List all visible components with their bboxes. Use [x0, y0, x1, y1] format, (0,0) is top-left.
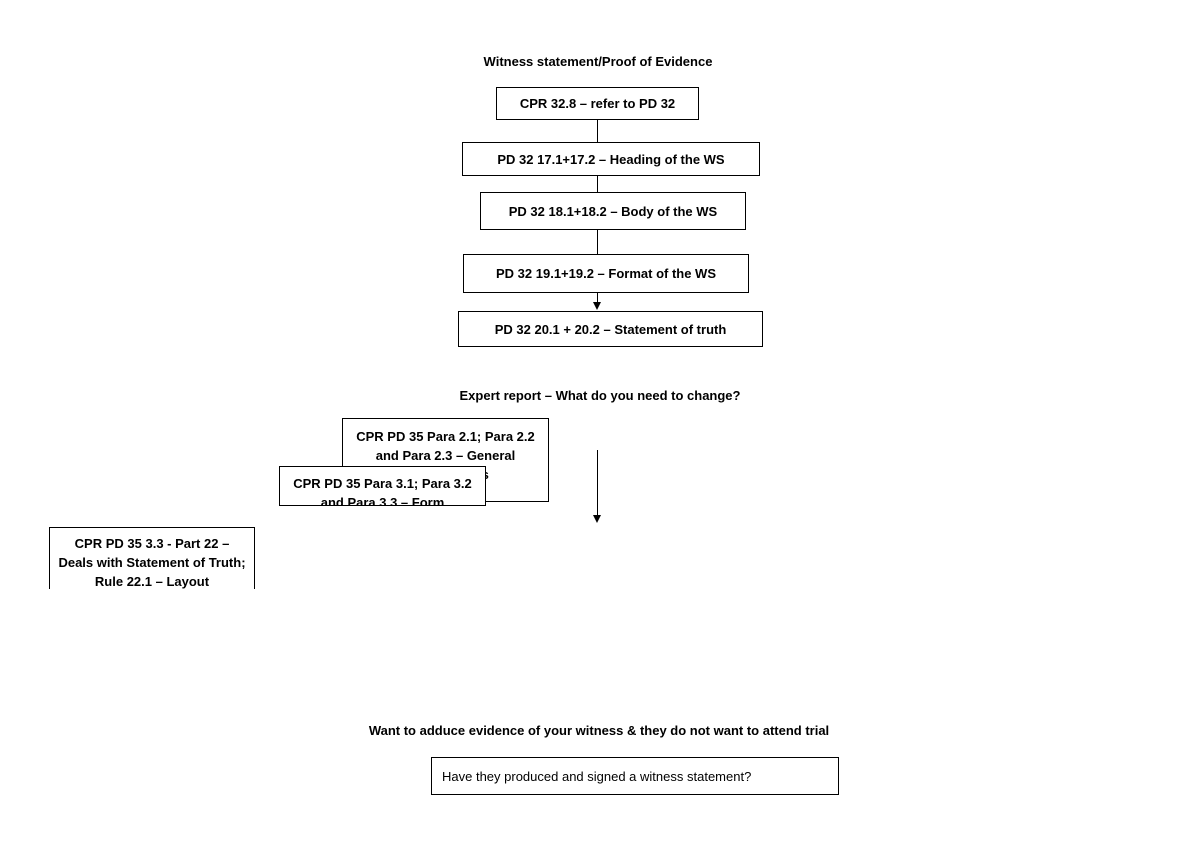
connector-line	[597, 293, 598, 302]
flow-box-heading-of-ws: PD 32 17.1+17.2 – Heading of the WS	[462, 142, 760, 176]
flow-box-body-of-ws: PD 32 18.1+18.2 – Body of the WS	[480, 192, 746, 230]
arrowhead-down-icon	[593, 515, 601, 523]
question-box-witness-statement: Have they produced and signed a witness …	[431, 757, 839, 795]
connector-line	[597, 450, 598, 515]
flow-box-format-of-ws: PD 32 19.1+19.2 – Format of the WS	[463, 254, 749, 293]
flow-box-statement-of-truth: PD 32 20.1 + 20.2 – Statement of truth	[458, 311, 763, 347]
connector-line	[597, 230, 598, 254]
expert-section-heading: Expert report – What do you need to chan…	[459, 388, 741, 403]
attend-section-heading: Want to adduce evidence of your witness …	[368, 723, 830, 738]
arrowhead-down-icon	[593, 302, 601, 310]
connector-line	[597, 176, 598, 192]
witness-section-heading: Witness statement/Proof of Evidence	[483, 54, 713, 69]
expert-box-statement-of-truth: CPR PD 35 3.3 - Part 22 – Deals with Sta…	[49, 527, 255, 589]
flow-box-cpr-32-8: CPR 32.8 – refer to PD 32	[496, 87, 699, 120]
expert-box-form: CPR PD 35 Para 3.1; Para 3.2 and Para 3.…	[279, 466, 486, 506]
connector-line	[597, 120, 598, 142]
